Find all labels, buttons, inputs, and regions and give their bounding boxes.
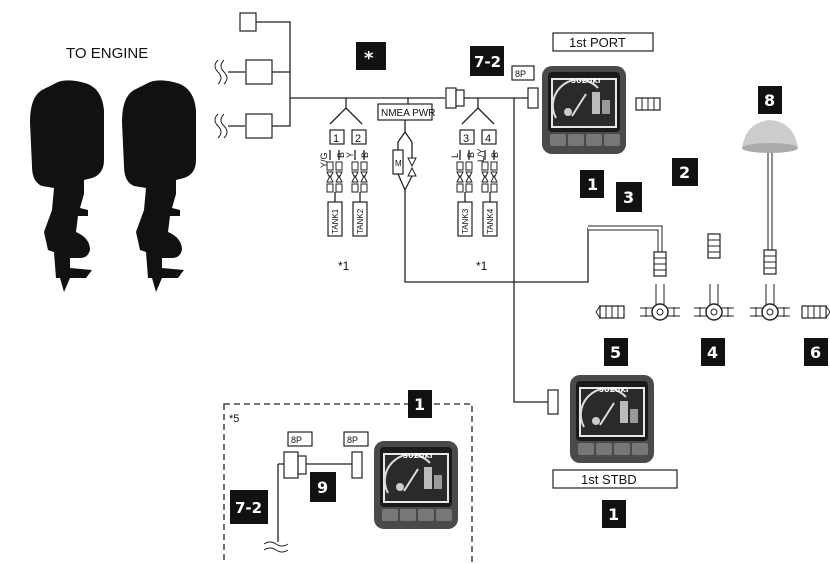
gps-antenna [742, 120, 798, 153]
fuse-label: M [395, 159, 402, 168]
tank4-wire-b: B [490, 152, 500, 158]
cut-mark-1 [214, 59, 228, 85]
inline-connector [481, 161, 489, 193]
svg-text:1: 1 [414, 395, 425, 414]
tank2-box [352, 201, 368, 237]
tank3-wire-b: B [466, 152, 476, 158]
connector-engine-stbd [245, 113, 273, 139]
optional-gauge-frame [223, 403, 473, 563]
nmea-pwr-fuse: M [392, 120, 661, 283]
gauge-bus [445, 87, 559, 415]
badge-7-2-option: 7-2 [230, 490, 268, 524]
badge-4: 4 [701, 338, 725, 366]
gauge-stbd-brand: SUZUKI [599, 386, 629, 394]
badge-star: * [356, 42, 386, 70]
badge-6: 6 [804, 338, 828, 366]
badge-5: 5 [604, 338, 628, 366]
stbd-label-box [552, 469, 678, 489]
inline-connector [465, 161, 473, 193]
tank1-number: 1 [333, 133, 339, 145]
connector-engine-port [245, 59, 273, 85]
tank1-wire-b: B [336, 152, 346, 158]
tank3-wire-a: L [450, 153, 460, 158]
badge-3: 3 [616, 182, 642, 212]
note-star1-left: *1 [338, 259, 350, 273]
port-label: 1st PORT [569, 35, 626, 50]
tank1-wire-a: Y/G [319, 152, 329, 168]
badge-1-port: 1 [580, 170, 604, 198]
badge-1-stbd: 1 [602, 500, 626, 528]
option-8p-right: 8P [347, 435, 358, 445]
optional-harness [263, 451, 363, 553]
tank3-number-box [459, 129, 475, 145]
badge-2: 2 [672, 158, 698, 186]
gauge-port-brand: SUZUKI [571, 77, 601, 85]
svg-text:1: 1 [608, 505, 619, 524]
option-8p-tag-left [287, 431, 313, 447]
tank4-label: TANK4 [486, 208, 495, 234]
svg-text:*: * [364, 48, 374, 69]
inline-connector [335, 161, 343, 193]
port-label-box [552, 32, 654, 52]
tank2-label: TANK2 [356, 208, 365, 234]
svg-text:1: 1 [587, 175, 598, 194]
inline-connector [490, 161, 498, 193]
option-8p-tag-right [343, 431, 369, 447]
inline-connector [456, 161, 464, 193]
stbd-label: 1st STBD [581, 472, 637, 487]
connector-8p-label: 8P [515, 69, 526, 79]
badge-1-option: 1 [408, 390, 432, 418]
inline-connector [360, 161, 368, 193]
engine-harness [214, 12, 445, 139]
connector-top [239, 12, 257, 32]
tank-leads [334, 192, 491, 202]
svg-text:2: 2 [679, 163, 690, 182]
svg-text:4: 4 [707, 343, 718, 362]
note-star5: *5 [229, 413, 239, 425]
svg-text:8: 8 [764, 91, 775, 110]
badge-9: 9 [310, 472, 336, 502]
tank1-label: TANK1 [331, 208, 340, 234]
tank3-number: 3 [463, 133, 469, 145]
gauge-optional-brand: SUZUKI [403, 452, 433, 460]
tank4-wire-a: L/Y [476, 148, 486, 162]
inline-connector [351, 161, 359, 193]
option-8p-left: 8P [291, 435, 302, 445]
nmea-pwr-label: NMEA PWR [381, 108, 435, 119]
svg-text:5: 5 [610, 343, 621, 362]
inline-connector [326, 161, 334, 193]
svg-text:6: 6 [810, 343, 821, 362]
note-star1-right: *1 [476, 259, 488, 273]
svg-text:9: 9 [317, 478, 328, 497]
tank2-wire-b: B [360, 152, 370, 158]
badge-7-2-top: 7-2 [470, 46, 504, 76]
tank-harness [329, 98, 495, 160]
tank4-box [482, 201, 498, 237]
badge-8: 8 [758, 86, 782, 114]
svg-text:3: 3 [623, 188, 634, 207]
tank4-number-box [481, 129, 497, 145]
engine-stbd-silhouette [122, 80, 196, 293]
tank4-number: 4 [485, 133, 491, 145]
connector-8p-tag [511, 65, 535, 81]
tank3-box [457, 201, 473, 237]
nmea-backbone [588, 97, 830, 320]
cut-mark-2 [214, 113, 228, 139]
to-engine-label: TO ENGINE [66, 45, 148, 62]
tank2-number: 2 [355, 133, 361, 145]
svg-text:7-2: 7-2 [235, 499, 262, 517]
tank1-box [327, 201, 343, 237]
tank2-number-box [351, 129, 367, 145]
tank1-number-box [329, 129, 345, 145]
svg-text:7-2: 7-2 [474, 53, 501, 71]
engine-port-silhouette [30, 80, 104, 293]
tank2-wire-a: Y [345, 152, 355, 158]
tank3-label: TANK3 [461, 208, 470, 234]
